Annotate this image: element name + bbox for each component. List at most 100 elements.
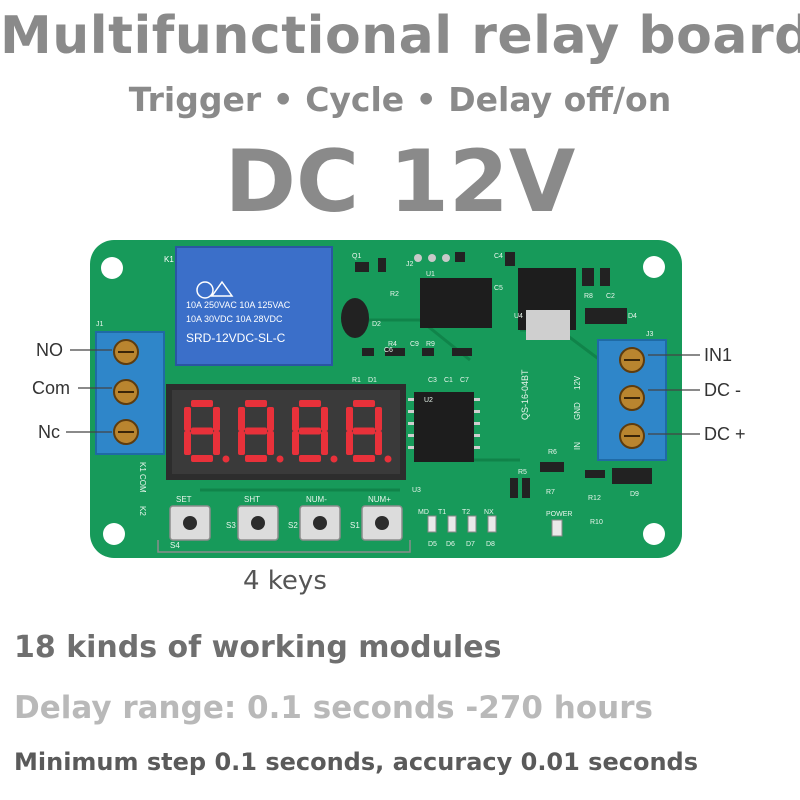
relay-rating-1: 10A 250VAC 10A 125VAC [186,300,291,310]
display-segment [245,427,267,435]
feature-step-accuracy: Minimum step 0.1 seconds, accuracy 0.01 … [14,748,699,776]
display-segment [353,427,375,435]
component-ref: D2 [372,321,381,328]
terminal-label-com: Com [32,378,71,398]
component-ref: D9 [630,491,639,498]
display-decimal-point [384,455,392,463]
display-decimal-point [330,455,338,463]
keys-caption: 4 keys [243,566,327,596]
silk-s1: S1 [350,521,360,530]
component-ref: U3 [412,487,421,494]
keys-bracket [157,540,411,553]
pcb-code: QS-16-04BT [520,369,530,420]
silk-sht: SHT [244,495,260,504]
silk-num-plus: NUM+ [368,495,391,504]
component-ref: D8 [486,541,495,548]
component-ref: J3 [646,331,654,338]
silk-num-minus: NUM- [306,495,327,504]
component-ref: U2 [424,397,433,404]
display-segment [191,427,213,435]
component-ref: R9 [426,341,435,348]
component-ref: C7 [460,377,469,384]
regulator-tab [526,310,570,340]
component-ref: POWER [546,511,572,518]
component-ref: R2 [390,291,399,298]
voltage-heading: DC 12V [224,132,576,232]
mount-hole [643,256,665,278]
component-ref: NX [484,509,494,516]
display-segment [191,455,213,462]
component-ref: R7 [546,489,555,496]
component-ref: R4 [388,341,397,348]
display-segment [299,400,321,407]
silk-gnd: GND [573,402,582,420]
component-ref: J2 [406,261,414,268]
component-ref: R8 [584,293,593,300]
display-segment [267,431,274,455]
component-ref: U1 [426,271,435,278]
display-segment [375,431,382,455]
mount-hole [643,523,665,545]
product-title: Multifunctional relay board [0,6,800,66]
relay-model: SRD-12VDC-SL-C [186,331,286,345]
silk-in: IN [573,442,582,450]
component-ref: R12 [588,495,601,502]
component-ref: MD [418,509,429,516]
component-ref: D1 [368,377,377,384]
display-segment [213,431,220,455]
display-segment [191,400,213,407]
component-ref: C4 [494,253,503,260]
component-ref: T1 [438,509,446,516]
terminal-label-no: NO [36,340,63,360]
component-ref: C5 [494,285,503,292]
display-segment [213,407,220,431]
silk-s3: S3 [226,521,236,530]
display-segment [292,407,299,431]
display-segment [375,407,382,431]
display-segment [346,407,353,431]
relay [175,246,333,366]
terminal-label-nc: Nc [38,422,60,442]
display-digits [184,400,392,463]
product-subtitle: Trigger • Cycle • Delay off/on [128,80,672,119]
display-segment [184,407,191,431]
display-segment [292,431,299,455]
display-segment [353,455,375,462]
display-segment [245,400,267,407]
display-segment [321,407,328,431]
silk-k1-com: K1 COM [138,462,147,493]
component-ref: C2 [606,293,615,300]
component-ref: C6 [384,347,393,354]
display-segment [353,400,375,407]
silk-set: SET [176,495,192,504]
component-ref: R1 [352,377,361,384]
feature-delay-range: Delay range: 0.1 seconds -270 hours [14,690,653,726]
display-segment [238,431,245,455]
component-ref: D7 [466,541,475,548]
component-ref: U4 [514,313,523,320]
capacitor [341,298,369,338]
display-decimal-point [222,455,230,463]
mount-hole [101,257,123,279]
display-segment [267,407,274,431]
component-ref: T2 [462,509,470,516]
relay-rating-2: 10A 30VDC 10A 28VDC [186,314,283,324]
display-segment [245,455,267,462]
silk-s2: S2 [288,521,298,530]
component-ref: D4 [628,313,637,320]
ic-u2 [414,392,474,462]
display-segment [238,407,245,431]
display-segment [299,455,321,462]
component-ref: R10 [590,519,603,526]
component-ref: D6 [446,541,455,548]
display-decimal-point [276,455,284,463]
terminal-label-dc-plus: DC + [704,424,746,444]
display-segment [321,431,328,455]
terminal-label-in1: IN1 [704,345,733,365]
cqc-mark-icon [196,281,214,299]
ic-u1 [420,278,492,328]
component-ref: R6 [548,449,557,456]
component-ref: C9 [410,341,419,348]
display-segment [299,427,321,435]
